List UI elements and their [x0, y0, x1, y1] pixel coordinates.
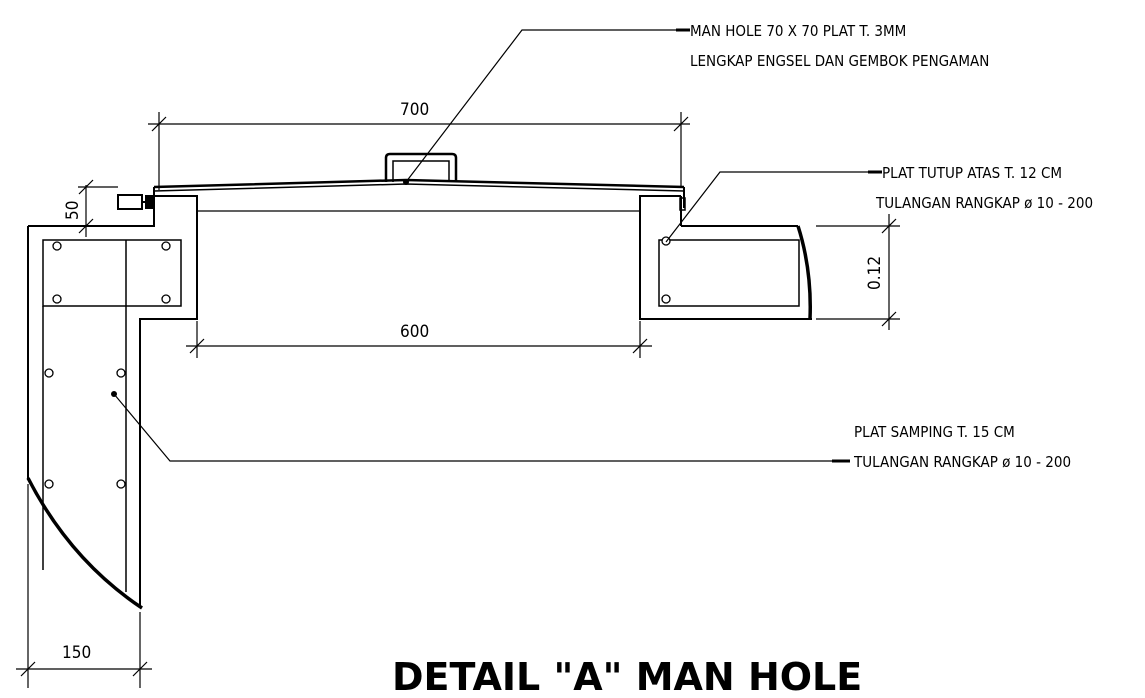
- left-wall-outline: [28, 195, 198, 608]
- side-slab-note-line2: TULANGAN RANGKAP ø 10 - 200: [853, 453, 1071, 471]
- manhole-note-line2: LENGKAP ENGSEL DAN GEMBOK PENGAMAN: [690, 52, 989, 70]
- cover-plate: [153, 178, 685, 189]
- drawing-title: DETAIL "A" MAN HOLE: [392, 655, 862, 698]
- top-slab-note-line1: PLAT TUTUP ATAS T. 12 CM: [882, 164, 1062, 182]
- dim-0-12: 0.12: [865, 256, 885, 290]
- dim-50: 50: [63, 201, 83, 220]
- dimension-lines: [16, 112, 900, 688]
- left-break-line: [26, 477, 143, 610]
- rebar-dots: [44, 236, 671, 489]
- top-slab-note-line2: TULANGAN RANGKAP ø 10 - 200: [875, 194, 1093, 212]
- dim-150: 150: [62, 643, 91, 663]
- manhole-note-line1: MAN HOLE 70 X 70 PLAT T. 3MM: [690, 22, 906, 40]
- padlock-icon: [117, 194, 154, 210]
- lift-handle: [384, 152, 458, 182]
- manhole-cover: [153, 152, 685, 212]
- dim-600: 600: [400, 322, 429, 342]
- side-slab-note-line1: PLAT SAMPING T. 15 CM: [854, 423, 1015, 441]
- right-slab-rebar-frame: [658, 239, 800, 307]
- right-slab-outline: [639, 195, 812, 320]
- reinforcement: [42, 239, 800, 592]
- dim-700: 700: [400, 100, 429, 120]
- leader-lines: [113, 28, 882, 463]
- concrete-section: [27, 195, 812, 608]
- hinge-icon: [679, 197, 686, 211]
- left-slab-rebar-frame: [42, 239, 182, 307]
- right-break-line: [796, 225, 812, 320]
